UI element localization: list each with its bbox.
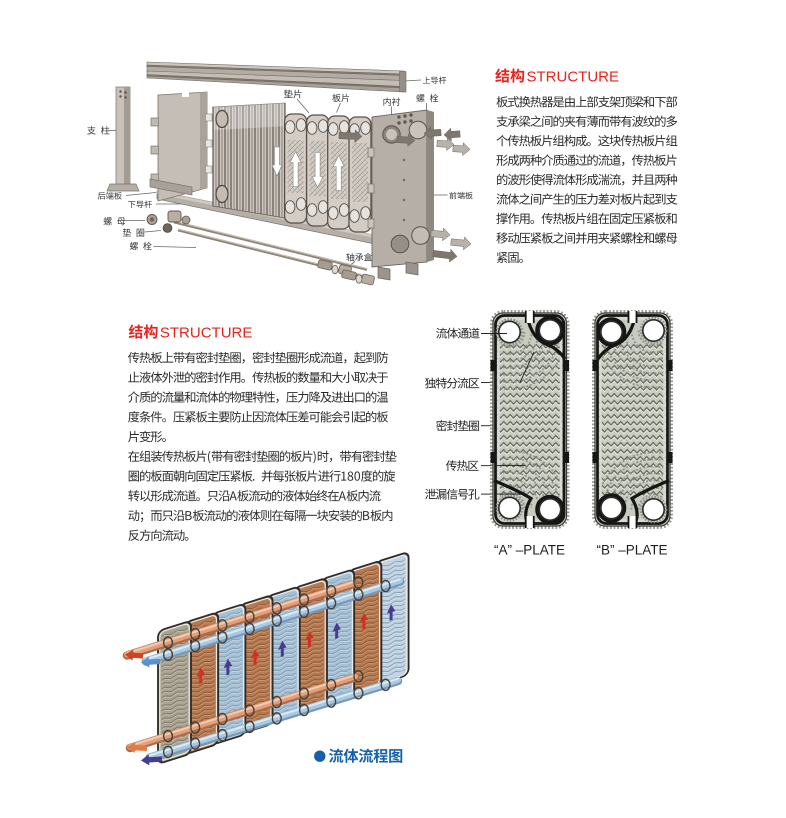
svg-text:“A” –PLATE: “A” –PLATE [494,543,565,558]
svg-text:“B” –PLATE: “B” –PLATE [597,543,668,558]
svg-text:STRUCTURE: STRUCTURE [160,324,253,341]
svg-text:STRUCTURE: STRUCTURE [527,68,620,85]
